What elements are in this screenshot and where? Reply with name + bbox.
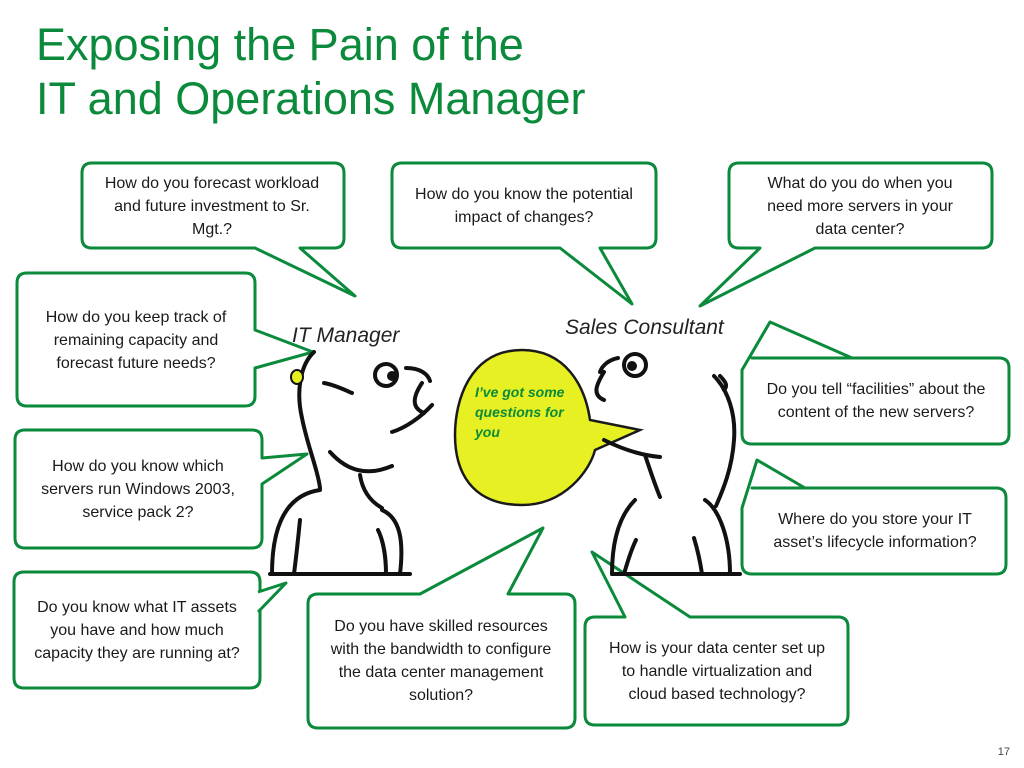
- slide-title: Exposing the Pain of the IT and Operatio…: [36, 18, 586, 126]
- ear-highlight: [290, 369, 304, 385]
- speech-bubble-9: [306, 526, 577, 730]
- speech-bubble-10: [583, 550, 850, 727]
- page-number: 17: [997, 746, 1010, 758]
- bubble-text-6: How do you know which servers run Window…: [41, 457, 235, 521]
- speech-bubble-7: [740, 458, 1008, 576]
- yellow-speech-bubble: [453, 348, 645, 507]
- speech-bubble-8: [12, 570, 262, 690]
- bubble-text-1: How do you forecast workload and future …: [104, 174, 320, 238]
- it-manager-label: IT Manager: [292, 324, 400, 347]
- bubble-text-8: Do you know what IT assets you have and …: [34, 598, 240, 662]
- it-manager-figure: [268, 350, 434, 576]
- bubble-text-5: Do you tell “facilities” about the conte…: [766, 381, 986, 421]
- bubble-text-4: How do you keep track of remaining capac…: [45, 308, 227, 372]
- speech-bubble-4: [15, 271, 315, 408]
- speech-bubble-2: [390, 161, 658, 306]
- title-line-2: IT and Operations Manager: [36, 73, 586, 124]
- bubble-text-9: Do you have skilled resources with the b…: [330, 618, 552, 704]
- bubble-text-7: Where do you store your IT asset’s lifec…: [773, 511, 977, 551]
- bubble-text-2: How do you know the potential impact of …: [415, 186, 633, 226]
- yellow-bubble-text: I’ve got some questions for you: [475, 384, 565, 440]
- speech-bubble-5: [740, 320, 1011, 446]
- bubble-text-10: How is your data center set up to handle…: [608, 639, 826, 703]
- speech-bubble-1: [80, 161, 357, 298]
- speech-bubble-3: [698, 161, 994, 308]
- bubble-text-3: What do you do when you need more server…: [767, 174, 953, 238]
- sales-consultant-label: Sales Consultant: [565, 316, 724, 339]
- speech-bubble-6: [13, 428, 309, 550]
- title-line-1: Exposing the Pain of the: [36, 19, 524, 70]
- sales-consultant-figure: [594, 352, 742, 576]
